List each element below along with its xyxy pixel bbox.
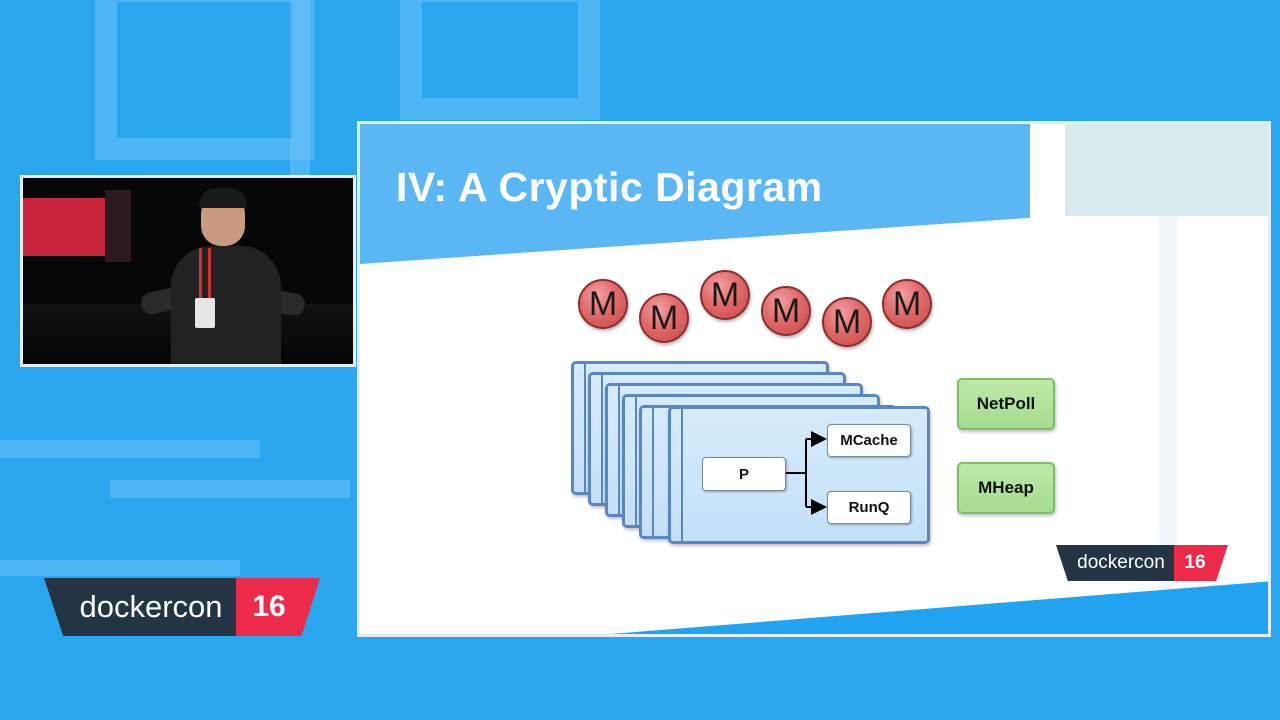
stage-screen [23, 198, 105, 256]
p-box: P [702, 457, 786, 491]
presentation-slide: IV: A Cryptic Diagram M M M M M M P MCac… [357, 121, 1271, 637]
speaker-lanyard [199, 248, 211, 300]
slide-decoration [1065, 124, 1268, 216]
m-bubble: M [639, 293, 689, 343]
m-bubble: M [578, 279, 628, 329]
diagram-arrows [786, 431, 827, 515]
background-frame [95, 0, 315, 160]
logo-word: dockercon [44, 578, 236, 636]
runq-box: RunQ [827, 491, 911, 524]
stage-screen-edge [105, 190, 131, 262]
background-bar [0, 560, 240, 576]
speaker-cap [199, 188, 247, 208]
background-frame [400, 0, 600, 120]
netpoll-box: NetPoll [957, 378, 1055, 430]
m-bubble: M [882, 279, 932, 329]
background-bar [110, 480, 350, 498]
m-bubble: M [700, 270, 750, 320]
logo-number: 16 [236, 578, 320, 636]
background-bar [0, 440, 260, 458]
mheap-box: MHeap [957, 462, 1055, 514]
speaker-body [171, 246, 281, 364]
logo-word: dockercon [1056, 545, 1174, 581]
mcache-box: MCache [827, 424, 911, 457]
dockercon-logo: dockercon 16 [44, 578, 320, 636]
speaker-badge [195, 298, 215, 328]
slide-title: IV: A Cryptic Diagram [396, 164, 823, 210]
speaker-video [20, 175, 356, 367]
m-bubble: M [761, 286, 811, 336]
m-bubble: M [822, 297, 872, 347]
logo-number: 16 [1174, 545, 1228, 581]
dockercon-logo-slide: dockercon 16 [1056, 545, 1228, 581]
background-bar [290, 0, 310, 175]
